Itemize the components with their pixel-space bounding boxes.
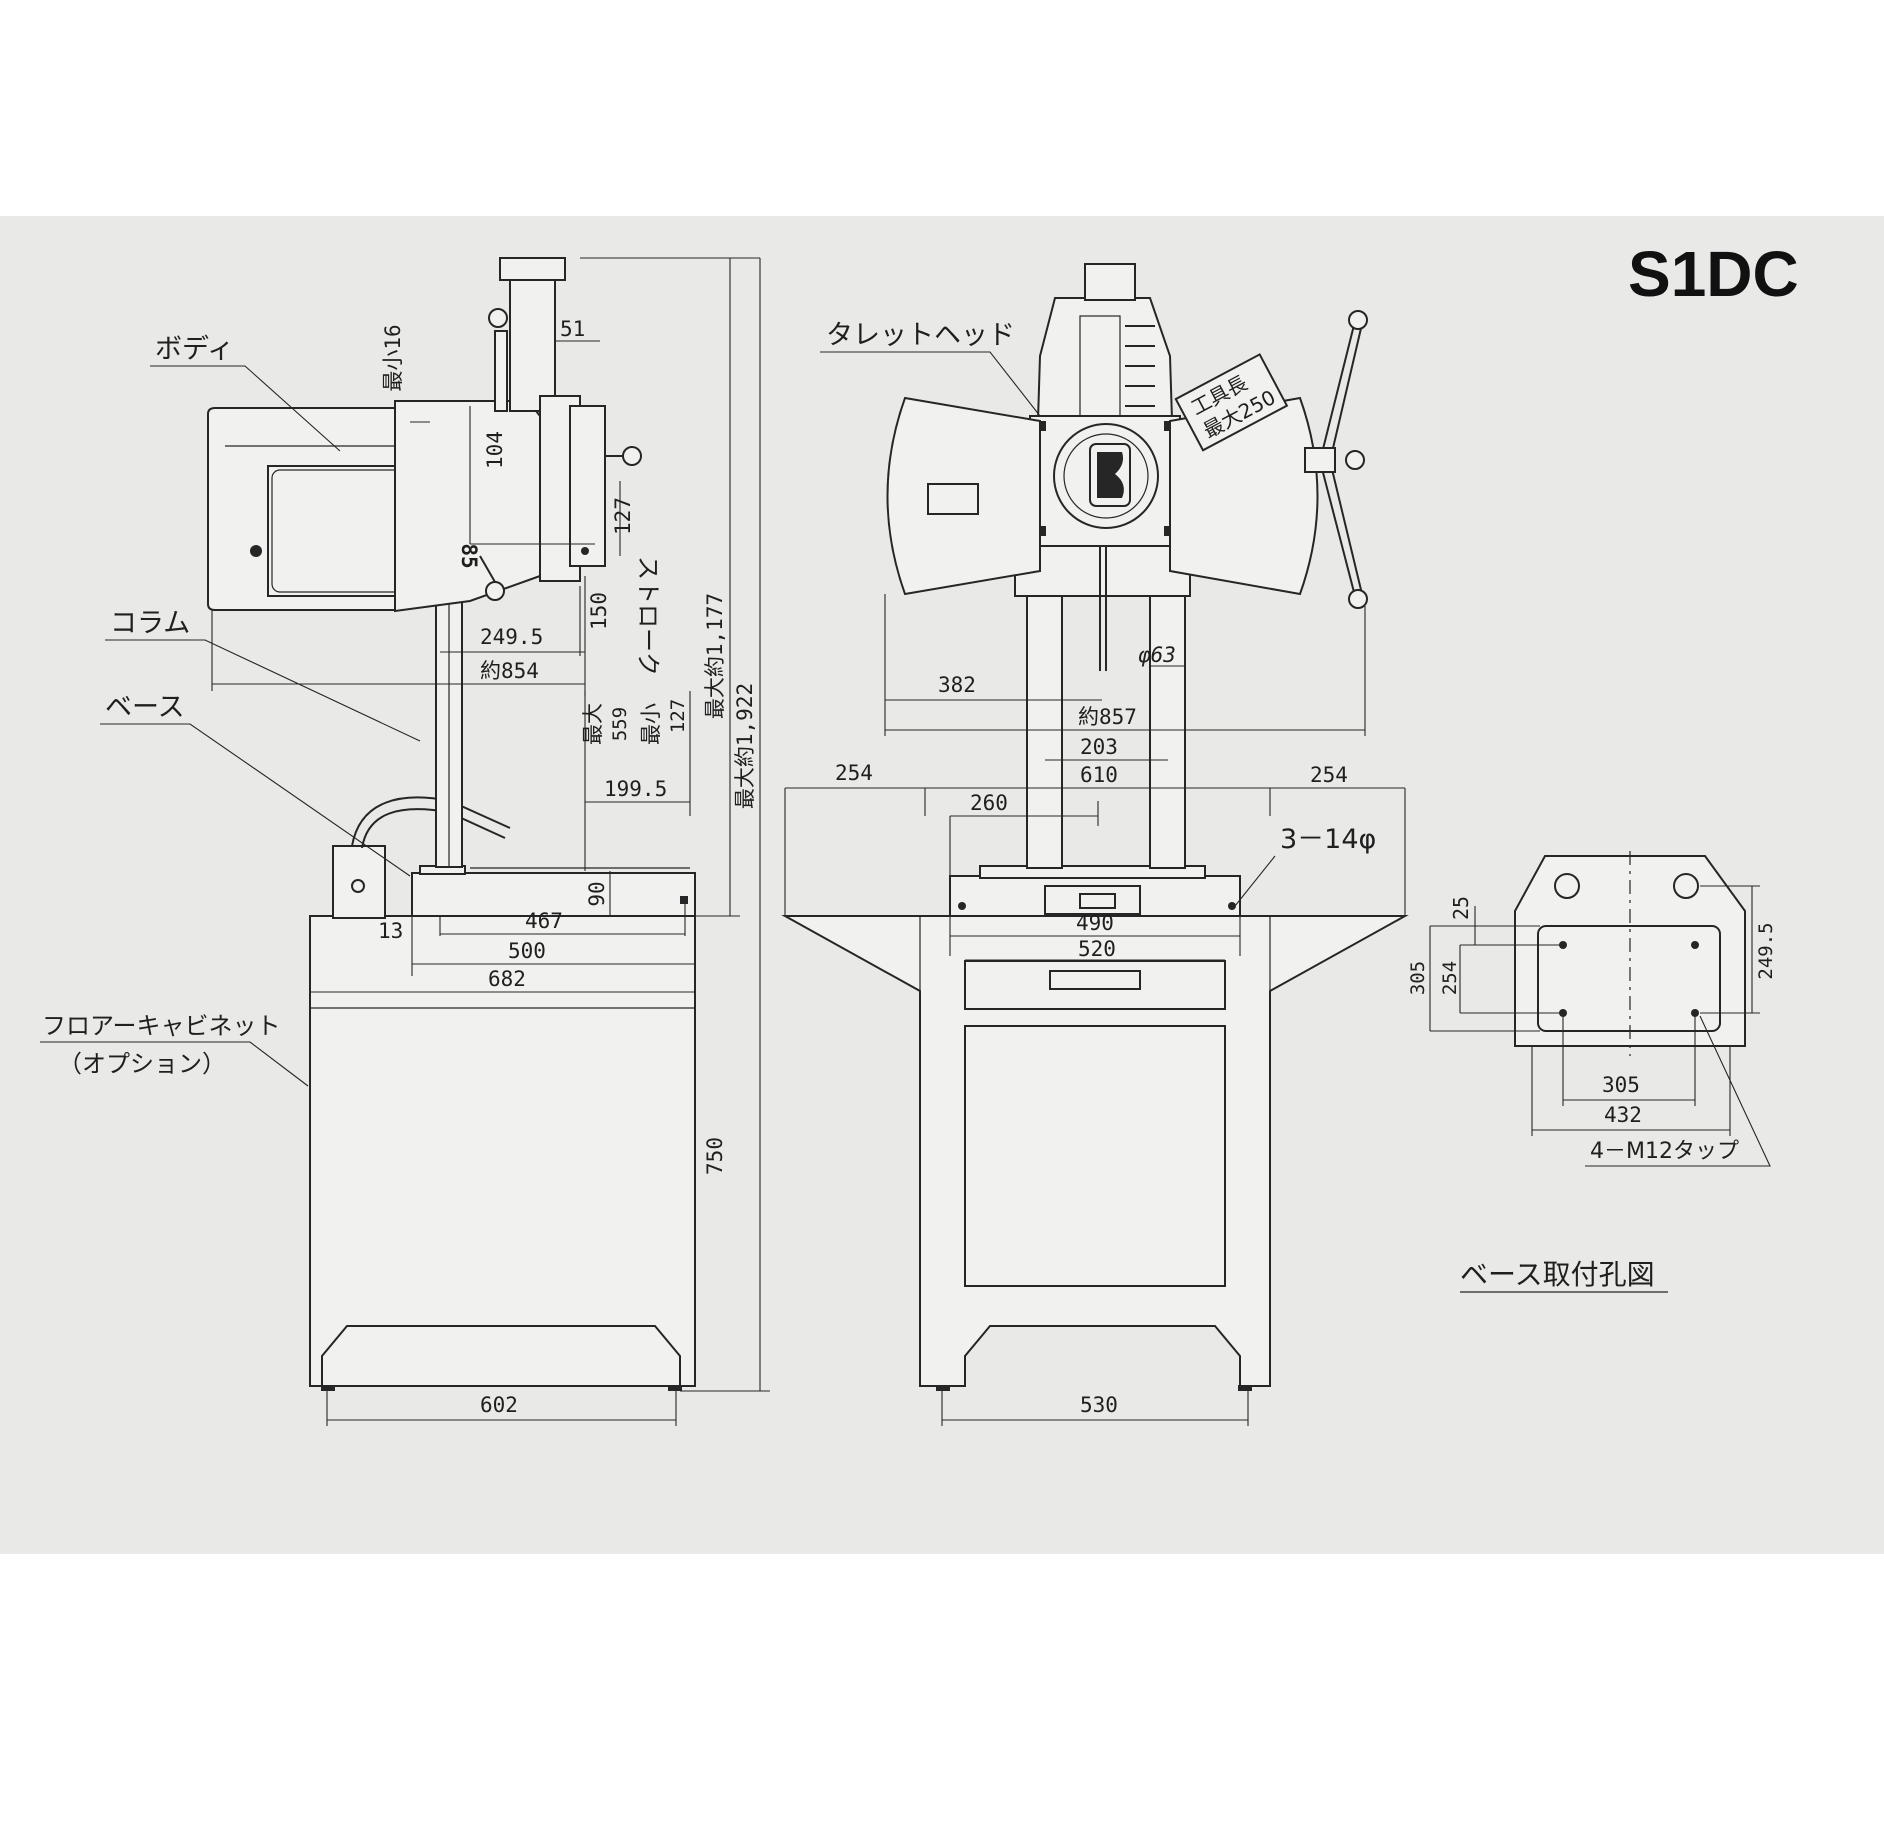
front-view: 382 φ63 約857 203 254 254 610 260 490 52 [781, 263, 1409, 1426]
plan-dim-305-h: 305 [1602, 1073, 1640, 1097]
front-base [949, 865, 1241, 917]
dim-254-left: 254 [835, 761, 873, 785]
side-column [435, 560, 463, 868]
dim-260: 260 [970, 791, 1008, 815]
model-title: S1DC [1628, 238, 1799, 310]
stroke-label: ストローク [634, 556, 662, 676]
min-label: 最小 [639, 703, 663, 745]
dim-max-1922: 最大約1,922 [733, 683, 757, 809]
dim-max-1177: 最大約1,177 [703, 593, 727, 719]
side-cabinet [309, 915, 696, 1391]
dim-750: 750 [703, 1137, 727, 1175]
plan-dim-254-v: 254 [1439, 961, 1461, 995]
front-dims: 382 φ63 約857 203 254 254 610 260 490 52 [784, 594, 1406, 1426]
label-holes: 3－14φ [1280, 824, 1376, 855]
side-head [479, 257, 642, 601]
front-head [1014, 263, 1191, 671]
base-hole-plan: 25 305 254 249.5 305 432 4－M12タップ ベース取付孔… [1407, 851, 1777, 1293]
dim-150: 150 [587, 592, 611, 630]
front-cabinet [781, 915, 1409, 1391]
side-body [207, 400, 541, 613]
dim-104: 104 [483, 431, 507, 469]
dim-90: 90 [585, 881, 609, 906]
dim-682: 682 [488, 967, 526, 991]
dim-85: 85 [457, 543, 481, 568]
dim-500: 500 [508, 939, 546, 963]
dim-203: 203 [1080, 735, 1118, 759]
side-labels: ボディ コラム ベース フロアーキャビネット （オプション） [40, 334, 421, 1087]
side-view: 最大約1,177 最大約1,922 750 51 最小16 104 127 85… [40, 257, 770, 1426]
base-plan-dims: 25 305 254 249.5 305 432 [1407, 885, 1777, 1136]
technical-drawing: S1DC [40, 238, 1799, 1426]
front-handwheel [1304, 310, 1368, 609]
dim-199-5: 199.5 [604, 777, 667, 801]
dim-467: 467 [525, 909, 563, 933]
label-turret-head: タレットヘッド [826, 320, 1015, 351]
side-base-dims: 467 13 500 682 602 [310, 896, 695, 1426]
dim-610: 610 [1080, 763, 1118, 787]
dim-602: 602 [480, 1393, 518, 1417]
dim-min-16: 最小16 [381, 324, 405, 391]
plan-dim-305-v: 305 [1407, 961, 1429, 995]
dim-249-5: 249.5 [480, 625, 543, 649]
plan-dim-249-5: 249.5 [1755, 922, 1777, 979]
dim-530: 530 [1080, 1393, 1118, 1417]
front-labels: タレットヘッド 工具長 最大250 3－14φ [820, 320, 1376, 907]
dim-254-right: 254 [1310, 763, 1348, 787]
coolant-nozzle [332, 796, 511, 919]
dim-490: 490 [1076, 911, 1114, 935]
dim-559: 559 [609, 707, 631, 741]
dim-127-head: 127 [611, 497, 635, 535]
dim-phi-63: φ63 [1138, 643, 1176, 667]
dim-854: 約854 [480, 659, 539, 683]
label-body: ボディ [155, 334, 234, 365]
plan-dim-25: 25 [1449, 896, 1473, 920]
front-columns [1026, 595, 1186, 869]
label-cabinet-option: （オプション） [58, 1050, 226, 1078]
dim-857: 約857 [1078, 705, 1137, 729]
dim-13: 13 [378, 919, 403, 943]
plan-dim-432: 432 [1604, 1103, 1642, 1127]
side-head-dims: 51 最小16 104 127 85 150 ストローク [381, 317, 662, 676]
label-cabinet: フロアーキャビネット [42, 1012, 281, 1040]
base-holes-caption: ベース取付孔図 [1460, 1258, 1655, 1291]
side-overall-dims: 最大約1,177 最大約1,922 750 [580, 257, 770, 1392]
dim-51: 51 [560, 317, 585, 341]
label-base: ベース [105, 692, 185, 723]
label-column: コラム [110, 608, 190, 639]
side-horizontal-dims: 249.5 約854 最大 559 最小 127 199.5 90 [211, 576, 691, 916]
dim-520: 520 [1078, 937, 1116, 961]
dim-127-min: 127 [667, 699, 689, 733]
dim-382: 382 [938, 673, 976, 697]
drawing-sheet: S1DC [0, 216, 1884, 1554]
label-tap: 4－M12タップ [1590, 1139, 1739, 1164]
